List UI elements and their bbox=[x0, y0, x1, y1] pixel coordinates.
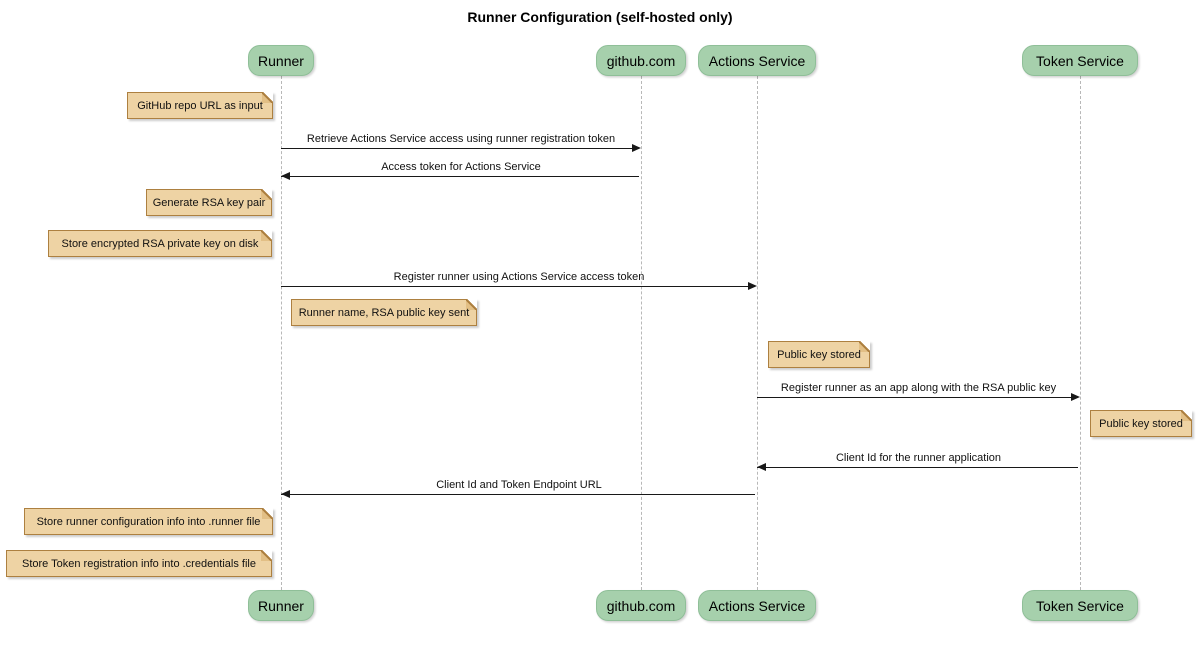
message-arrowhead-right bbox=[748, 282, 757, 290]
note-fold-icon bbox=[261, 230, 272, 241]
participant-github-com-top: github.com bbox=[596, 45, 686, 76]
participant-github-com-bottom: github.com bbox=[596, 590, 686, 621]
participant-token-service-top: Token Service bbox=[1022, 45, 1138, 76]
note: Store Token registration info into .cred… bbox=[6, 550, 272, 577]
diagram-title: Runner Configuration (self-hosted only) bbox=[467, 9, 733, 25]
note-text: Store encrypted RSA private key on disk bbox=[61, 237, 259, 250]
note-text: Generate RSA key pair bbox=[152, 196, 266, 209]
note-fold-icon bbox=[262, 508, 273, 519]
note-text: Public key stored bbox=[777, 348, 861, 361]
note: Runner name, RSA public key sent bbox=[291, 299, 477, 326]
note-text: GitHub repo URL as input bbox=[137, 99, 263, 112]
message-arrowhead-right bbox=[1071, 393, 1080, 401]
message-line bbox=[757, 397, 1078, 398]
note: Store encrypted RSA private key on disk bbox=[48, 230, 272, 257]
participant-runner-bottom: Runner bbox=[248, 590, 314, 621]
note-fold-icon bbox=[859, 341, 870, 352]
lifeline-github-com bbox=[641, 76, 642, 590]
participant-runner-top: Runner bbox=[248, 45, 314, 76]
message-line bbox=[281, 148, 639, 149]
note-fold-icon bbox=[1181, 410, 1192, 421]
message-arrowhead-left bbox=[281, 490, 290, 498]
message-arrowhead-left bbox=[757, 463, 766, 471]
note: Public key stored bbox=[768, 341, 870, 368]
participant-actions-service-bottom: Actions Service bbox=[698, 590, 816, 621]
note: GitHub repo URL as input bbox=[127, 92, 273, 119]
note-fold-icon bbox=[262, 92, 273, 103]
note: Store runner configuration info into .ru… bbox=[24, 508, 273, 535]
note-fold-icon bbox=[466, 299, 477, 310]
lifeline-token-service bbox=[1080, 76, 1081, 590]
note: Public key stored bbox=[1090, 410, 1192, 437]
message-line bbox=[281, 176, 639, 177]
note: Generate RSA key pair bbox=[146, 189, 272, 216]
message-label: Register runner using Actions Service ac… bbox=[393, 271, 645, 283]
lifeline-runner bbox=[281, 76, 282, 590]
note-fold-icon bbox=[261, 550, 272, 561]
message-label: Client Id for the runner application bbox=[835, 452, 1002, 464]
message-arrowhead-right bbox=[632, 144, 641, 152]
note-text: Store runner configuration info into .ru… bbox=[36, 515, 261, 528]
lifeline-actions-service bbox=[757, 76, 758, 590]
note-text: Runner name, RSA public key sent bbox=[298, 306, 470, 319]
message-label: Access token for Actions Service bbox=[381, 161, 541, 173]
note-text: Public key stored bbox=[1099, 417, 1183, 430]
participant-actions-service-top: Actions Service bbox=[698, 45, 816, 76]
note-text: Store Token registration info into .cred… bbox=[22, 557, 256, 570]
message-line bbox=[281, 286, 755, 287]
message-label: Retrieve Actions Service access using ru… bbox=[306, 133, 616, 145]
message-line bbox=[281, 494, 755, 495]
message-label: Register runner as an app along with the… bbox=[780, 382, 1057, 394]
note-fold-icon bbox=[261, 189, 272, 200]
message-label: Client Id and Token Endpoint URL bbox=[436, 479, 602, 491]
message-line bbox=[757, 467, 1078, 468]
participant-token-service-bottom: Token Service bbox=[1022, 590, 1138, 621]
message-arrowhead-left bbox=[281, 172, 290, 180]
